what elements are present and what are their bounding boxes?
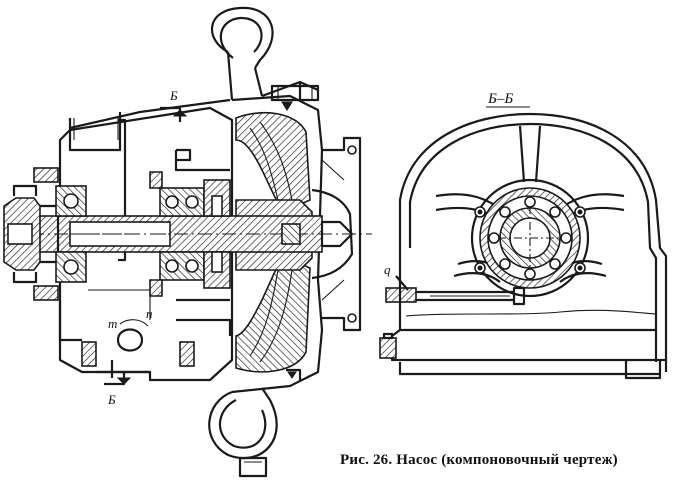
- longitudinal-section-view: Б Б m n: [3, 6, 372, 478]
- impeller-lower: [235, 254, 311, 373]
- rolling-elements: [488, 196, 572, 280]
- figure-caption: Рис. 26. Насос (компоновочный чертеж): [340, 452, 618, 468]
- bearing-cross-section: [470, 178, 590, 298]
- right-bearing: [159, 179, 231, 289]
- drain-bolts: [81, 328, 302, 380]
- label-m: m: [108, 316, 117, 331]
- drain-plug: [379, 332, 397, 359]
- left-bearing: [33, 167, 87, 301]
- volute-top: [211, 6, 274, 101]
- section-cut-top: Б: [160, 88, 188, 122]
- section-title: Б–Б: [487, 91, 513, 107]
- bearing-housing: [58, 106, 234, 382]
- top-bolt: [270, 84, 320, 111]
- cross-section-view: Б–Б: [379, 91, 668, 380]
- section-mark-bottom: Б: [107, 392, 116, 407]
- section-mark-top: Б: [169, 88, 178, 103]
- shaft-coupling: [3, 184, 60, 284]
- impeller-upper: [235, 112, 311, 214]
- section-cut-bottom: Б: [104, 372, 132, 407]
- label-q: q: [384, 262, 391, 277]
- housing-outer: [398, 112, 668, 372]
- label-n: n: [146, 306, 153, 321]
- volute-bottom: [208, 387, 278, 478]
